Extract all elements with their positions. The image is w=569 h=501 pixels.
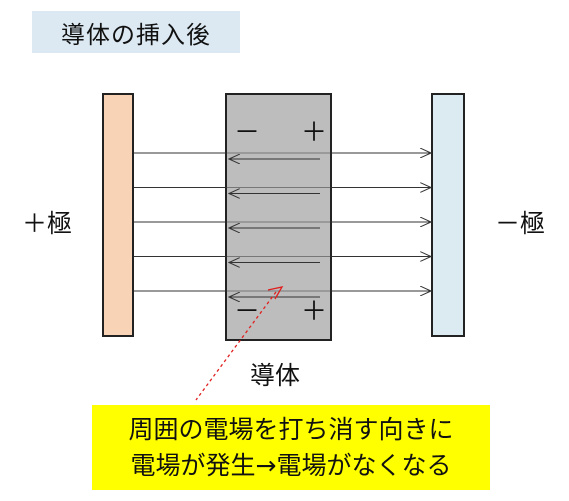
callout-leader-arrowhead	[267, 286, 284, 300]
conductor-sign-top-right: ＋	[301, 118, 328, 148]
callout-line-2: 電場が発生→電場がなくなる	[130, 450, 452, 480]
conductor-block	[225, 93, 332, 341]
positive-plate	[102, 93, 134, 337]
callout-box: 周囲の電場を打ち消す向きに 電場が発生→電場がなくなる	[92, 405, 490, 490]
title-box: 導体の挿入後	[32, 11, 240, 53]
conductor-sign-bottom-right: ＋	[301, 297, 328, 327]
conductor-sign-bottom-left: －	[234, 297, 261, 327]
page-title: 導体の挿入後	[61, 20, 211, 49]
positive-electrode-label: ＋極	[22, 209, 73, 238]
conductor-label: 導体	[250, 361, 301, 390]
callout-leader-line	[195, 291, 277, 401]
conductor-sign-top-left: －	[234, 118, 261, 148]
negative-plate	[431, 93, 465, 337]
negative-electrode-label: －極	[495, 209, 546, 238]
callout-line-1: 周囲の電場を打ち消す向きに	[128, 414, 454, 444]
